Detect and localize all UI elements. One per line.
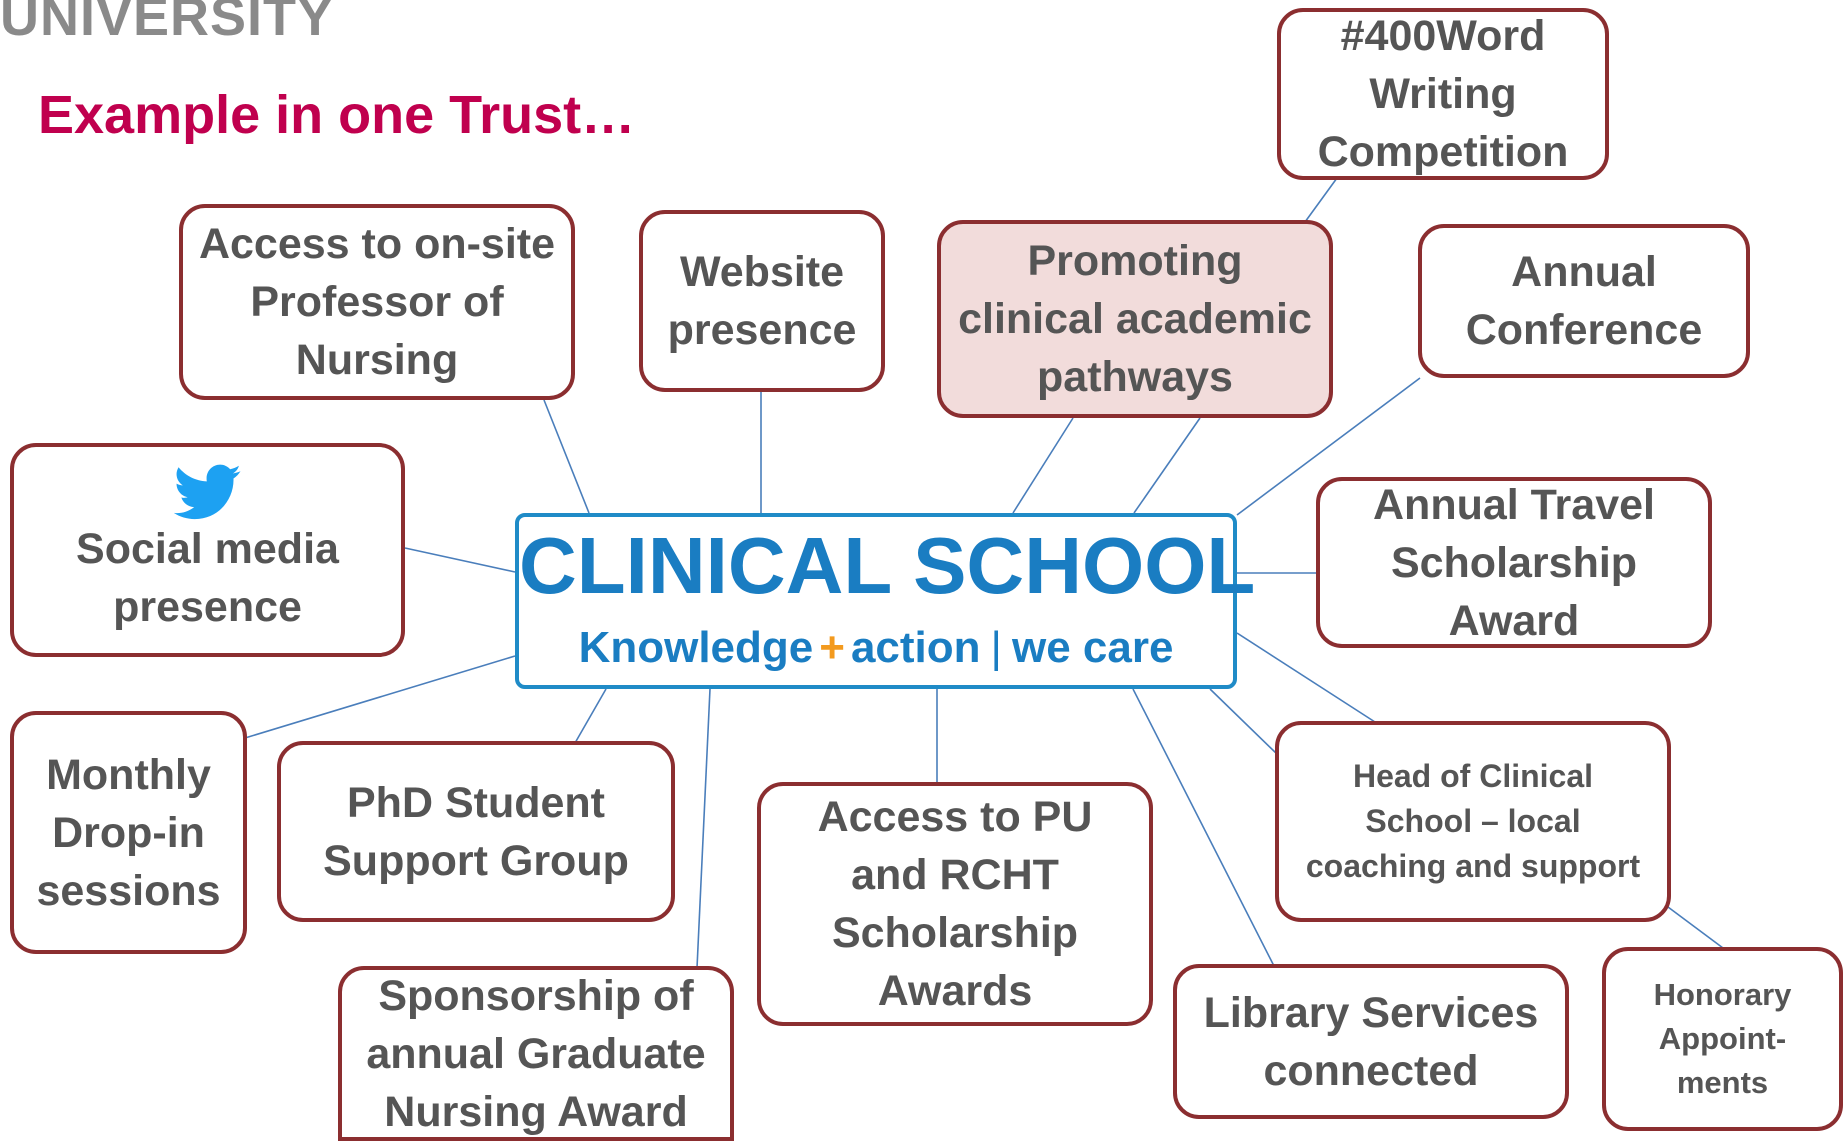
node-line: annual Graduate — [366, 1029, 706, 1078]
node-line: Annual Travel — [1373, 480, 1655, 529]
tagline-plus: + — [819, 623, 845, 672]
node-line: presence — [667, 306, 857, 354]
node-line: Conference — [1465, 306, 1703, 354]
node-line: sessions — [36, 866, 221, 915]
node-head-of-clinical-school: Head of Clinical School – local coaching… — [1275, 721, 1671, 922]
node-line: Scholarship — [1390, 538, 1638, 587]
clinical-school-logo: CLINICAL SCHOOL Knowledge+action|we care — [515, 513, 1256, 689]
connector-social — [404, 547, 516, 573]
connector-professor — [543, 399, 590, 514]
node-line: Competition — [1317, 128, 1569, 176]
node-line: Website — [679, 248, 845, 296]
node-line: Scholarship — [831, 909, 1079, 957]
node-monthly-drop-in: Monthly Drop-in sessions — [10, 711, 247, 954]
node-line: Nursing — [295, 336, 459, 384]
node-line: Support Group — [323, 836, 629, 885]
node-line: Promoting — [1027, 237, 1243, 285]
node-honorary-appointments: Honorary Appoint- ments — [1602, 947, 1843, 1131]
node-line: clinical academic — [958, 295, 1312, 343]
node-line: Library Services — [1203, 988, 1539, 1037]
node-line: Professor of — [250, 278, 504, 326]
node-line: Head of Clinical — [1352, 758, 1594, 794]
twitter-bird-icon — [173, 464, 241, 520]
node-line: Appoint- — [1658, 1021, 1787, 1056]
connector-pathways-right — [1133, 417, 1201, 514]
node-line: Sponsorship of — [378, 971, 694, 1020]
tagline-care: we care — [1011, 623, 1174, 672]
node-line: Nursing Award — [384, 1087, 688, 1136]
node-line: coaching and support — [1305, 848, 1641, 884]
connector-phd — [574, 688, 607, 744]
node-line: School – local — [1365, 803, 1581, 839]
page-title: Example in one Trust… — [38, 85, 636, 145]
node-line: Drop-in — [52, 808, 205, 857]
node-professor-of-nursing: Access to on-site Professor of Nursing — [179, 204, 575, 400]
node-writing-competition: #400Word Writing Competition — [1277, 8, 1609, 180]
node-line: Access to PU — [817, 793, 1093, 841]
node-clinical-academic-pathways: Promoting clinical academic pathways — [937, 220, 1333, 418]
node-line: Award — [1448, 596, 1580, 645]
connector-head-a — [1209, 688, 1279, 756]
node-social-media-presence: Social media presence — [10, 443, 405, 657]
university-logo-text: UNIVERSITY — [0, 0, 335, 47]
node-website-presence: Website presence — [639, 210, 885, 392]
node-line: presence — [113, 583, 302, 631]
node-line: and RCHT — [851, 851, 1059, 899]
node-line: Honorary — [1653, 977, 1792, 1012]
connector-conference — [1236, 377, 1421, 516]
node-line: Social media — [76, 525, 339, 573]
connector-head-b — [1236, 632, 1376, 723]
node-library-services: Library Services connected — [1173, 964, 1569, 1119]
node-line: Monthly — [46, 750, 211, 799]
clinical-school-title: CLINICAL SCHOOL — [519, 521, 1256, 610]
node-line: Annual — [1511, 248, 1657, 296]
node-line: Writing — [1369, 70, 1517, 118]
connector-sponsorship — [696, 688, 711, 969]
node-line: connected — [1263, 1046, 1479, 1095]
connector-honorary — [1667, 906, 1724, 949]
node-line: Awards — [877, 967, 1033, 1015]
node-line: #400Word — [1340, 12, 1546, 60]
tagline-knowledge: Knowledge — [578, 623, 814, 672]
node-pu-rcht-scholarship: Access to PU and RCHT Scholarship Awards — [757, 782, 1153, 1026]
connector-dropin — [244, 655, 516, 739]
tagline-action: action — [850, 623, 981, 672]
node-line: ments — [1676, 1065, 1769, 1100]
node-line: pathways — [1037, 353, 1233, 401]
node-phd-support-group: PhD Student Support Group — [277, 741, 675, 922]
node-annual-travel-scholarship: Annual Travel Scholarship Award — [1316, 477, 1712, 648]
clinical-school-tagline: Knowledge+action|we care — [519, 621, 1233, 675]
node-line: PhD Student — [347, 778, 605, 827]
connector-library — [1132, 688, 1275, 967]
connector-pathways-left — [1012, 417, 1074, 514]
node-annual-conference: Annual Conference — [1418, 224, 1750, 378]
node-graduate-nursing-award: Sponsorship of annual Graduate Nursing A… — [338, 966, 734, 1141]
node-line: Access to on-site — [198, 220, 556, 268]
tagline-separator: | — [990, 623, 1002, 672]
